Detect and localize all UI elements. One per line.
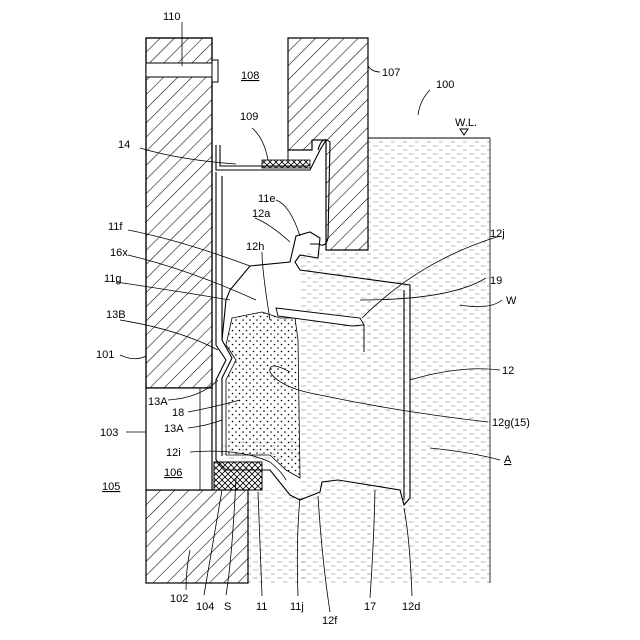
label-11g: 11g [104, 273, 122, 285]
label-109: 109 [240, 111, 258, 123]
label-103: 103 [100, 427, 118, 439]
label-16x: 16x [110, 247, 128, 259]
label-100: 100 [436, 79, 454, 91]
label-11j: 11j [290, 601, 304, 613]
label-104: 104 [196, 601, 214, 613]
label-12a: 12a [252, 208, 271, 220]
label-12h: 12h [246, 241, 264, 253]
label-12f: 12f [322, 615, 338, 627]
label-105: 105 [102, 481, 120, 493]
label-19: 19 [490, 275, 502, 287]
label-107: 107 [382, 67, 400, 79]
label-12i: 12i [166, 447, 181, 459]
seal-104 [214, 462, 262, 490]
label-18: 18 [172, 407, 184, 419]
left-wall [146, 38, 212, 388]
label-w: W [506, 295, 517, 307]
label-12d: 12d [402, 601, 420, 613]
label-11: 11 [256, 601, 267, 613]
label-12g: 12g(15) [492, 417, 530, 429]
label-12j: 12j [490, 228, 505, 240]
label-a: A [504, 454, 512, 466]
label-11f: 11f [108, 221, 123, 233]
label-12: 12 [502, 365, 514, 377]
label-108: 108 [241, 70, 259, 82]
label-106: 106 [164, 467, 182, 479]
label-11e: 11e [258, 193, 276, 205]
label-17: 17 [364, 601, 376, 613]
label-13b: 13B [106, 309, 126, 321]
label-wl: W.L. [455, 117, 477, 129]
label-s: S [224, 601, 231, 613]
label-101: 101 [96, 349, 114, 361]
label-13a-lower: 13A [164, 423, 184, 435]
label-13a-upper: 13A [148, 396, 168, 408]
label-110: 110 [163, 11, 181, 23]
label-14: 14 [118, 139, 130, 151]
label-102: 102 [170, 593, 188, 605]
